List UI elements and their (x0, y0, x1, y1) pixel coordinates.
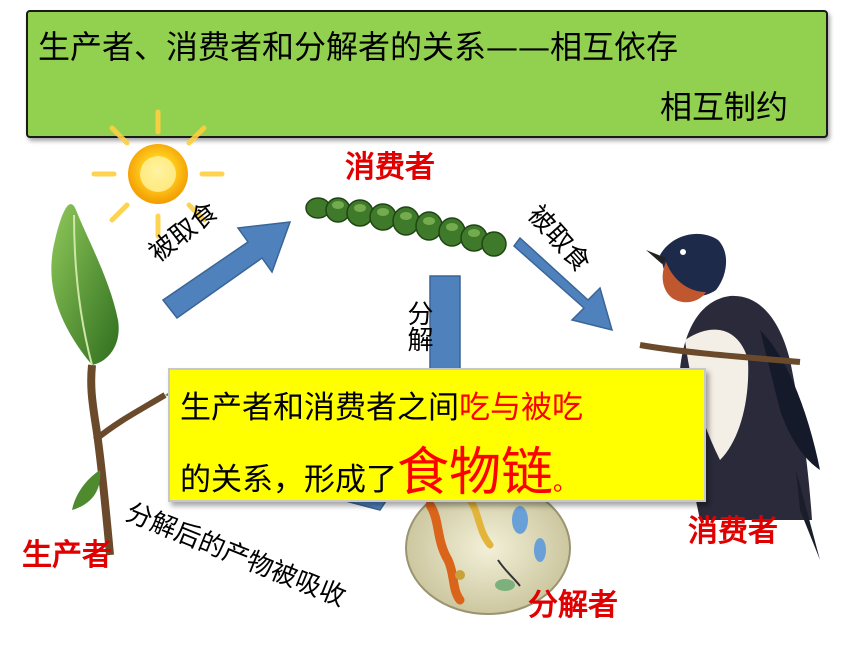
label-decomposer: 分解者 (528, 588, 618, 623)
callout-line-1: 生产者和消费者之间吃与被吃 (180, 382, 583, 427)
title-line-2: 相互制约 (660, 88, 789, 126)
arrow-consumer-to-decomposer (429, 275, 461, 377)
label-consumer-right: 消费者 (688, 514, 778, 549)
text-middle-decompose: 分解 (403, 300, 433, 352)
title-line-1: 生产者、消费者和分解者的关系——相互依存 (38, 28, 679, 66)
callout-text-1: 生产者和消费者之间 (180, 390, 459, 426)
label-producer: 生产者 (22, 538, 112, 573)
caterpillar-icon (305, 197, 507, 257)
petri-dish-icon (405, 481, 571, 615)
label-consumer-top: 消费者 (345, 150, 435, 185)
callout-text-2: 的关系，形成了 (180, 462, 397, 498)
callout-period: 。 (553, 468, 578, 496)
food-chain-callout (168, 368, 706, 502)
callout-highlight: 吃与被吃 (459, 390, 583, 426)
sun-icon (91, 109, 225, 239)
callout-food-chain: 食物链 (397, 443, 554, 503)
arrow-consumer-to-consumer (512, 236, 614, 332)
callout-line-2: 的关系，形成了食物链。 (180, 430, 577, 505)
bird-icon (639, 233, 820, 560)
arrow-producer-to-consumer (161, 221, 292, 320)
